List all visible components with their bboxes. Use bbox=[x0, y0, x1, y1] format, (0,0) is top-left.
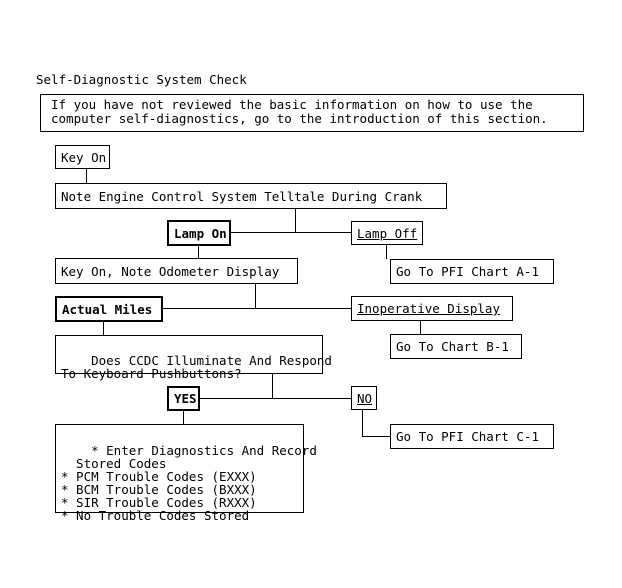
chart-c1-label: Go To PFI Chart C-1 bbox=[396, 429, 539, 444]
chart-c1-box: Go To PFI Chart C-1 bbox=[390, 424, 554, 449]
connector bbox=[272, 374, 273, 398]
connector bbox=[295, 208, 296, 232]
chart-a1-box: Go To PFI Chart A-1 bbox=[390, 259, 554, 284]
actual-miles-box: Actual Miles bbox=[55, 296, 163, 322]
note-telltale-box: Note Engine Control System Telltale Duri… bbox=[55, 183, 447, 209]
key-on-box: Key On bbox=[55, 145, 110, 169]
connector bbox=[420, 321, 421, 334]
ccdc-question-box: Does CCDC Illuminate And Respond To Keyb… bbox=[55, 335, 332, 380]
connector bbox=[386, 245, 387, 259]
connector bbox=[198, 246, 199, 258]
key-on-label: Key On bbox=[61, 149, 107, 165]
yes-box: YES bbox=[167, 386, 200, 411]
enter-diagnostics-box: * Enter Diagnostics And Record Stored Co… bbox=[55, 424, 317, 522]
connector bbox=[362, 410, 363, 436]
intro-note: If you have not reviewed the basic infor… bbox=[40, 94, 584, 132]
connector bbox=[183, 411, 184, 424]
connector bbox=[86, 168, 87, 183]
chart-a1-label: Go To PFI Chart A-1 bbox=[396, 264, 539, 279]
connector bbox=[103, 322, 104, 335]
connector bbox=[199, 398, 351, 399]
lamp-off-label: Lamp Off bbox=[357, 225, 418, 241]
lamp-on-box: Lamp On bbox=[167, 220, 231, 246]
no-box: NO bbox=[351, 386, 377, 410]
connector bbox=[362, 436, 390, 437]
key-on-odometer-label: Key On, Note Odometer Display bbox=[61, 263, 280, 279]
enter-diagnostics-label: * Enter Diagnostics And Record Stored Co… bbox=[61, 443, 317, 523]
key-on-odometer-box: Key On, Note Odometer Display bbox=[55, 258, 298, 284]
no-label: NO bbox=[357, 390, 373, 406]
chart-b1-label: Go To Chart B-1 bbox=[396, 339, 509, 354]
yes-label: YES bbox=[174, 391, 197, 406]
lamp-on-label: Lamp On bbox=[174, 225, 227, 241]
chart-b1-box: Go To Chart B-1 bbox=[390, 334, 522, 359]
ccdc-question-label: Does CCDC Illuminate And Respond To Keyb… bbox=[61, 353, 332, 381]
note-telltale-label: Note Engine Control System Telltale Duri… bbox=[61, 188, 423, 204]
connector bbox=[230, 232, 351, 233]
connector bbox=[255, 284, 256, 308]
actual-miles-label: Actual Miles bbox=[62, 301, 153, 317]
lamp-off-box: Lamp Off bbox=[351, 221, 423, 245]
diagram-title: Self-Diagnostic System Check bbox=[36, 72, 247, 87]
inoperative-display-label: Inoperative Display bbox=[357, 301, 500, 316]
connector bbox=[163, 308, 352, 309]
inoperative-display-box: Inoperative Display bbox=[351, 296, 513, 321]
